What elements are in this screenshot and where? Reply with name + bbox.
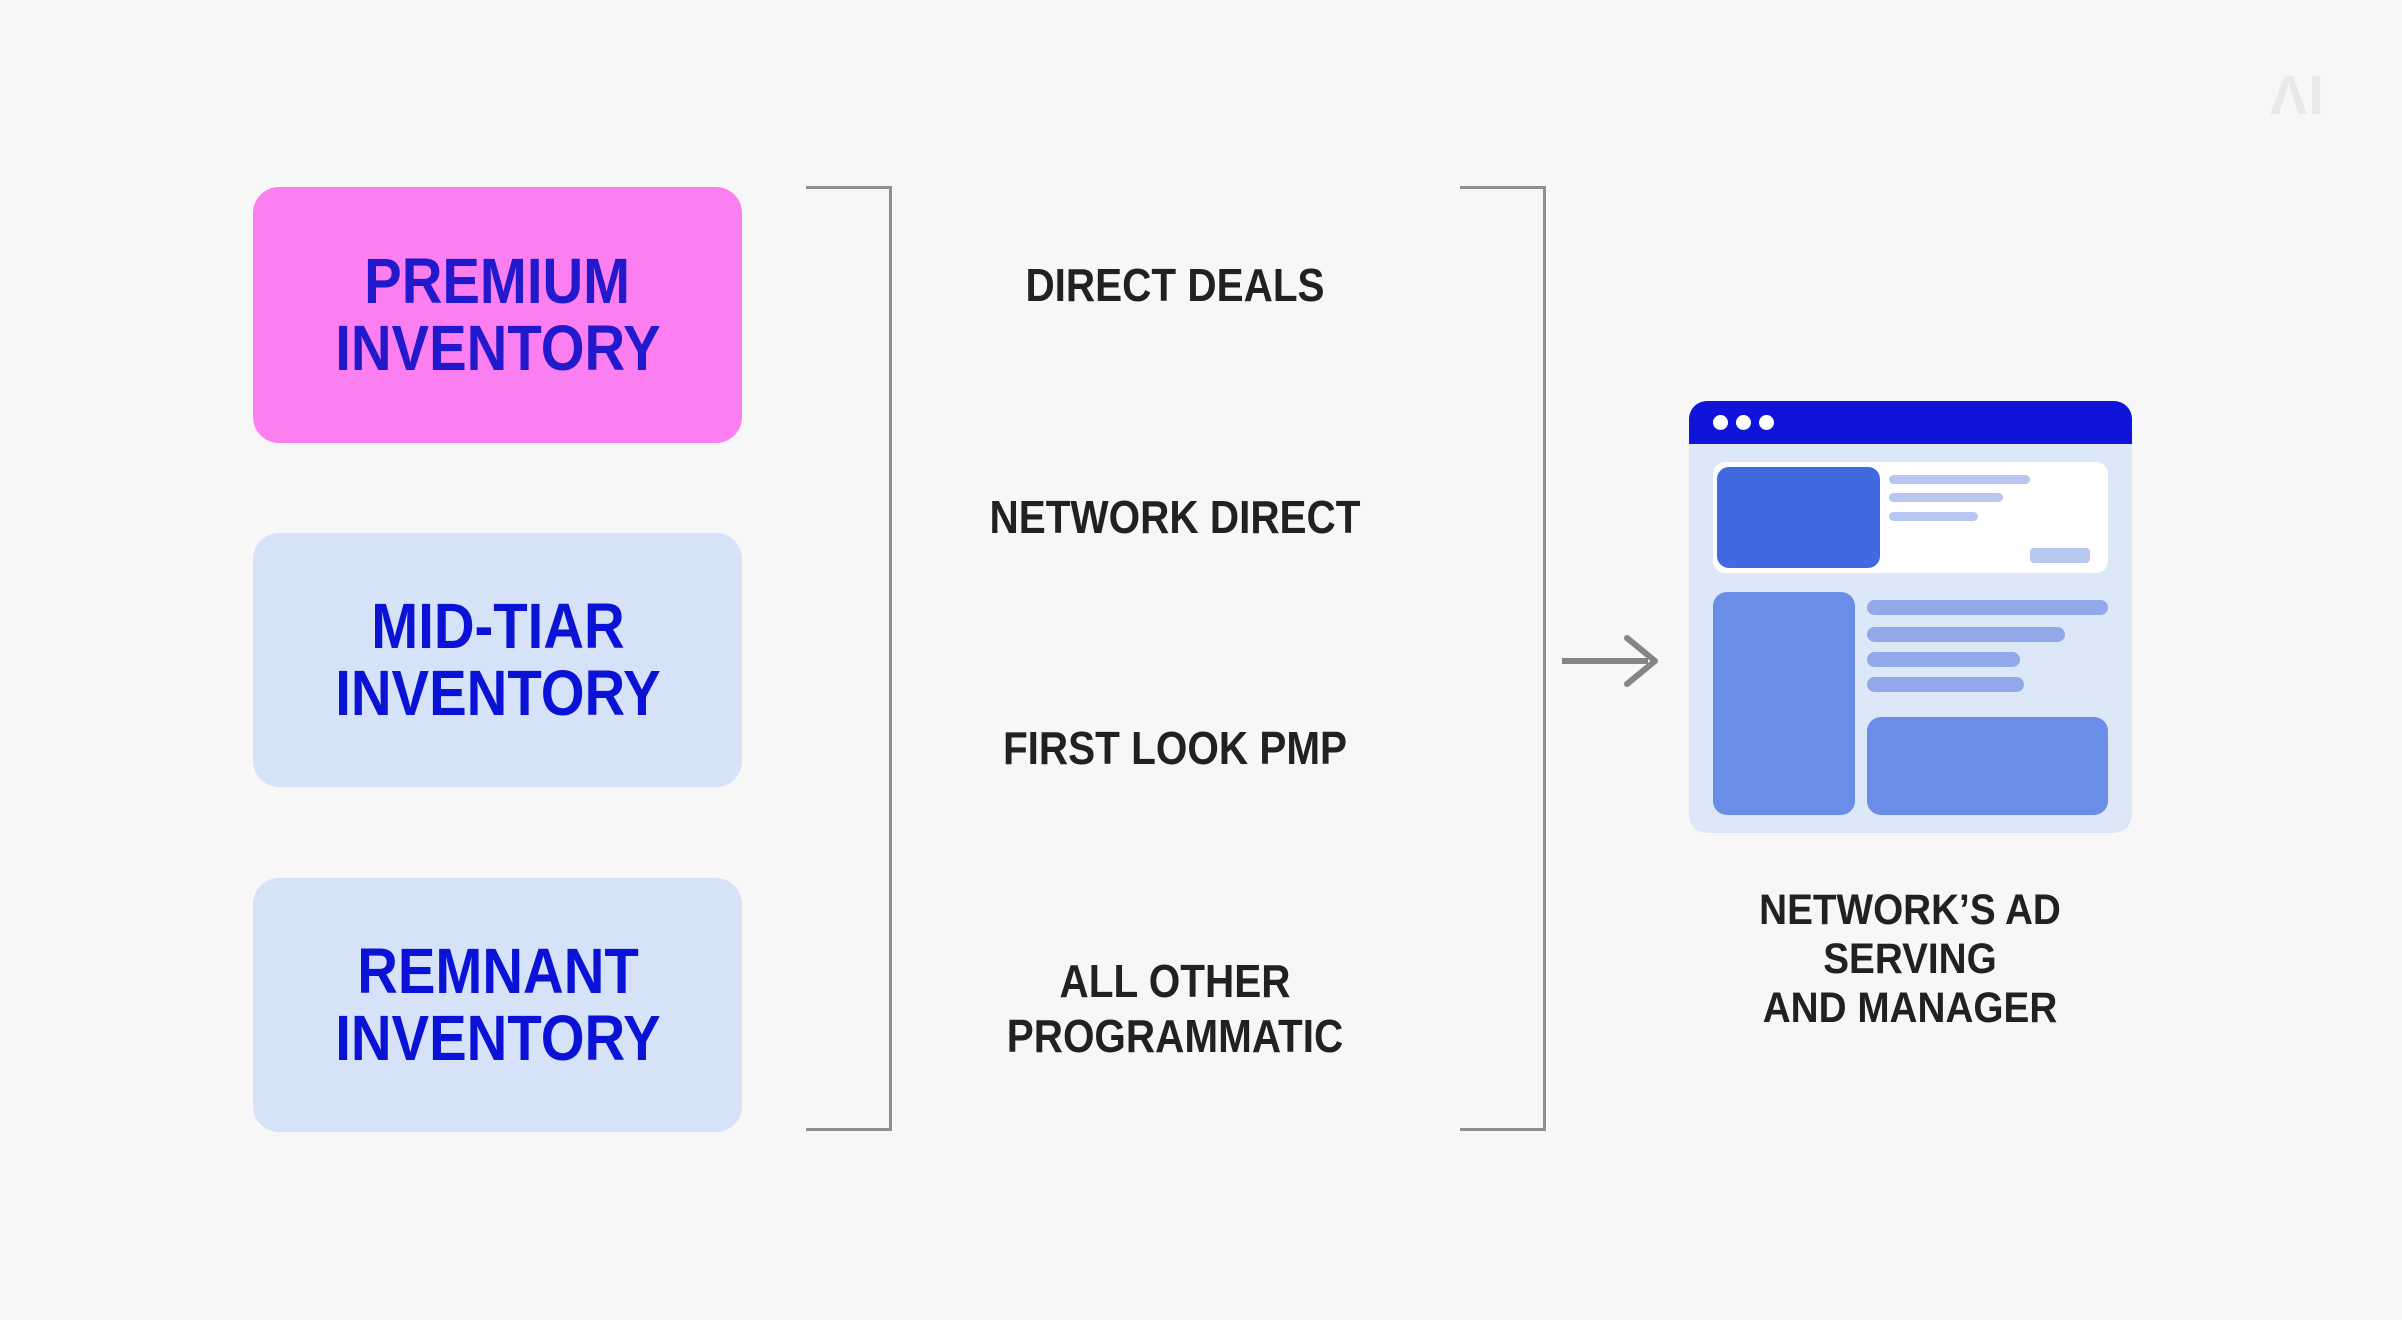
deal-type-network-direct: NETWORK DIRECT	[989, 491, 1361, 543]
remnant-inventory-box: REMNANT INVENTORY	[253, 878, 742, 1132]
destination-caption: NETWORK’S AD SERVING AND MANAGER	[1676, 886, 2144, 1033]
right-bracket	[1460, 186, 1546, 1131]
text-line-placeholder	[1867, 600, 2108, 615]
premium-inventory-label-line1: PREMIUM	[364, 245, 631, 317]
mid-tier-inventory-label-line1: MID-TIAR	[370, 590, 625, 662]
remnant-inventory-label-line1: REMNANT	[356, 935, 639, 1007]
flow-arrow-icon	[1562, 635, 1658, 687]
content-block-placeholder	[1867, 717, 2108, 815]
browser-window-illustration	[1689, 401, 2132, 833]
destination-caption-line2: AND MANAGER	[1762, 984, 2058, 1032]
text-line-placeholder	[1889, 512, 1978, 521]
window-control-dot	[1759, 415, 1774, 430]
ad-card-button-placeholder	[2030, 548, 2090, 563]
browser-titlebar	[1689, 401, 2132, 444]
text-line-placeholder	[1867, 627, 2065, 642]
mid-tier-inventory-label-line2: INVENTORY	[334, 657, 661, 729]
deal-type-first-look-pmp: FIRST LOOK PMP	[1002, 722, 1348, 774]
window-control-dot	[1736, 415, 1751, 430]
destination-caption-line1: NETWORK’S AD SERVING	[1759, 886, 2061, 983]
text-line-placeholder	[1867, 677, 2024, 692]
window-control-dot	[1713, 415, 1728, 430]
brand-watermark: ΛI	[2270, 63, 2325, 126]
premium-inventory-box: PREMIUM INVENTORY	[253, 187, 742, 443]
text-line-placeholder	[1889, 493, 2003, 502]
deal-type-all-other-programmatic: ALL OTHER PROGRAMMATIC	[1006, 955, 1344, 1062]
text-line-placeholder	[1889, 475, 2030, 484]
premium-inventory-label-line2: INVENTORY	[334, 312, 661, 384]
left-bracket	[806, 186, 892, 1131]
content-block-placeholder	[1713, 592, 1855, 815]
ad-card	[1713, 462, 2108, 573]
remnant-inventory-label-line2: INVENTORY	[334, 1002, 661, 1074]
deal-type-direct-deals: DIRECT DEALS	[1025, 259, 1325, 311]
mid-tier-inventory-box: MID-TIAR INVENTORY	[253, 533, 742, 787]
text-line-placeholder	[1867, 652, 2020, 667]
ad-card-image-placeholder	[1717, 467, 1880, 568]
